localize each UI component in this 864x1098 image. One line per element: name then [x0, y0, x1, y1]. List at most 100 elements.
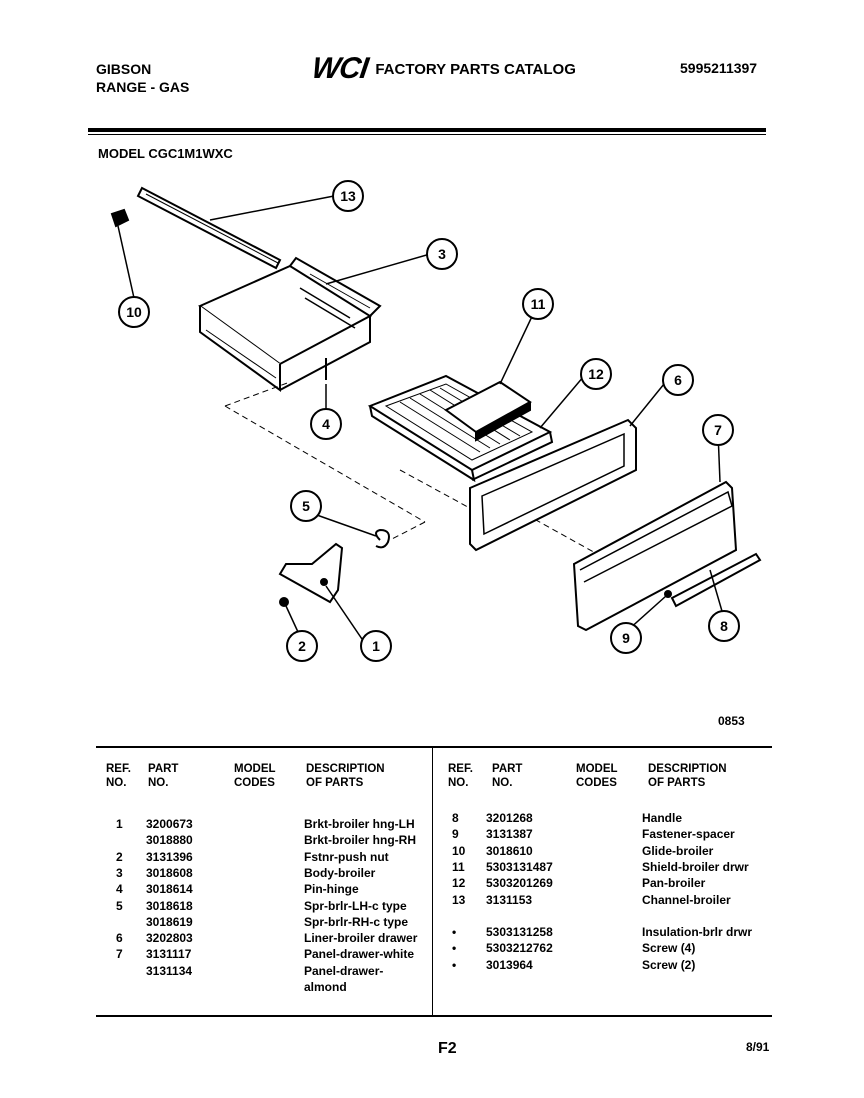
table-top-rule	[96, 746, 772, 748]
row-ref: •	[452, 925, 457, 940]
part-channel-broiler	[136, 186, 282, 270]
row-part: 3131134	[146, 963, 193, 978]
model-label: MODEL CGC1M1WXC	[98, 146, 233, 161]
part-glide-broiler	[110, 208, 130, 228]
table-bottom-rule	[96, 1015, 772, 1017]
row-part: 3131117	[146, 947, 192, 962]
callout-label: 3	[438, 246, 446, 262]
row-desc: Pan-broiler	[642, 876, 706, 891]
row-desc: Screw (4)	[642, 941, 696, 956]
header-description: DESCRIPTION OF PARTS	[306, 762, 385, 790]
header-part-label: PART	[492, 763, 523, 775]
callout-label: 2	[298, 638, 306, 654]
header-ref-label: REF.	[448, 763, 473, 775]
row-ref: 10	[452, 843, 466, 858]
header-part: PART NO.	[148, 762, 178, 790]
row-desc: Pin-hinge	[304, 882, 359, 897]
row-part: 3201268	[486, 811, 533, 825]
callout-10	[118, 296, 150, 328]
part-pan-broiler	[367, 374, 554, 483]
callout-12	[580, 358, 612, 390]
row-part: 3018614	[146, 882, 193, 897]
row-desc: Fastener-spacer	[642, 827, 735, 842]
row-part: 5303131487	[486, 859, 553, 874]
header-ref: REF. NO.	[106, 762, 131, 790]
row-ref: 11	[452, 859, 465, 874]
part-body-broiler	[198, 256, 382, 392]
row-ref: 3	[116, 865, 123, 880]
row-ref: 8	[452, 811, 459, 825]
part-panel-drawer	[572, 480, 738, 632]
part-liner-broiler-drawer	[469, 418, 637, 552]
callout-7	[702, 414, 734, 446]
callout-8	[708, 610, 740, 642]
row-part: 3018610	[486, 843, 533, 858]
part-spring	[375, 528, 390, 549]
header-ref-label2: NO.	[448, 777, 469, 789]
row-ref: •	[452, 957, 457, 972]
header-desc-label: DESCRIPTION	[306, 763, 385, 775]
row-part: 3131396	[146, 849, 193, 864]
catalog-header: WCI FACTORY PARTS CATALOG	[309, 52, 576, 86]
row-desc: almond	[304, 980, 347, 994]
brand-name: GIBSON	[96, 61, 152, 77]
callout-label: 10	[126, 304, 142, 320]
callout-label: 9	[622, 630, 630, 646]
row-desc: Panel-drawer-	[304, 963, 384, 978]
header-rule	[88, 128, 766, 132]
row-part: 3018619	[146, 914, 193, 929]
part-fastener-spacer	[664, 590, 672, 598]
header-desc-label2: OF PARTS	[306, 777, 364, 789]
row-part: 3202803	[146, 931, 193, 946]
callout-label: 13	[340, 188, 356, 204]
row-desc: Shield-broiler drwr	[642, 859, 749, 874]
header-part-label: PART	[148, 763, 179, 775]
row-ref: 6	[116, 931, 123, 946]
header-part-label2: NO.	[148, 777, 169, 789]
header-rule-thin	[88, 134, 766, 135]
header-model: MODEL CODES	[234, 762, 276, 790]
header-part-label2: NO.	[492, 777, 513, 789]
row-part: 5303201269	[486, 876, 553, 891]
row-desc: Spr-brlr-LH-c type	[304, 898, 407, 913]
header-model-label: MODEL	[576, 763, 618, 775]
part-handle	[670, 552, 762, 608]
row-part: 3018618	[146, 898, 193, 913]
callout-label: 11	[531, 296, 546, 312]
header-model-right: MODEL CODES	[576, 762, 618, 790]
row-ref: 5	[116, 898, 123, 913]
row-ref: •	[452, 941, 457, 956]
header-model-label: MODEL	[234, 763, 276, 775]
row-desc: Handle	[642, 811, 683, 825]
callout-9	[610, 622, 642, 654]
header-part-right: PART NO.	[492, 762, 522, 790]
document-number: 5995211397	[680, 60, 758, 76]
callout-label: 6	[674, 372, 682, 388]
row-desc: Channel-broiler	[642, 892, 731, 907]
row-part: 5303131258	[486, 925, 553, 940]
callout-label: 5	[302, 498, 310, 514]
revision-date: 8/91	[746, 1040, 770, 1054]
callout-label: 12	[588, 366, 604, 382]
row-desc: Brkt-broiler hng-RH	[304, 833, 416, 848]
wci-logo: WCI	[309, 52, 370, 85]
part-push-nut	[279, 597, 289, 607]
row-ref: 1	[116, 817, 123, 831]
row-desc: Insulation-brlr drwr	[642, 925, 753, 940]
row-desc: Screw (2)	[642, 957, 696, 972]
row-part: 3013964	[486, 957, 533, 972]
callouts	[118, 180, 740, 662]
part-shield-broiler	[444, 380, 532, 442]
row-part: 3018880	[146, 833, 193, 848]
row-desc: Body-broiler	[304, 865, 376, 880]
header-desc-label: DESCRIPTION	[648, 763, 727, 775]
callout-leaders	[117, 195, 725, 643]
header-model-label2: CODES	[234, 777, 275, 789]
row-part: 3200673	[146, 817, 193, 831]
row-ref: 13	[452, 892, 466, 907]
row-part: 3131153	[486, 892, 533, 907]
row-ref: 12	[452, 876, 466, 891]
row-ref: 9	[452, 827, 459, 842]
callout-label: 7	[714, 422, 722, 438]
row-desc: Liner-broiler drawer	[304, 931, 418, 946]
